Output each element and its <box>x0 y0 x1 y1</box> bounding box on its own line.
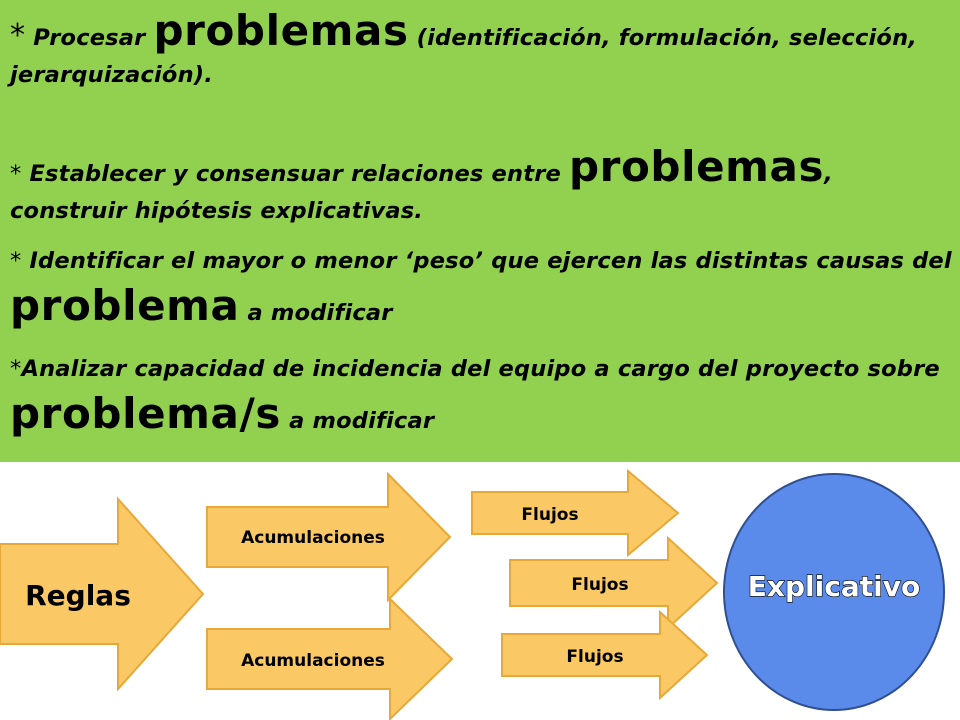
acumulaciones-bottom-arrow <box>206 596 454 720</box>
bullet-star: * <box>10 18 26 53</box>
bullet-star: * <box>10 356 22 382</box>
bullet-text: Analizar capacidad de incidencia del equ… <box>21 356 940 382</box>
bullet-star: * <box>10 161 22 187</box>
flujos-1-arrow <box>471 468 680 558</box>
bullet-keyword: problema/s <box>10 389 282 439</box>
reglas-arrow <box>0 496 205 692</box>
flow-diagram-svg: Reglas Acumulaciones Acumulaciones Flujo… <box>0 468 945 720</box>
bullet-text: Establecer y consensuar relaciones entre <box>21 161 569 187</box>
flujos-2-label: Flujos <box>571 575 628 595</box>
flujos-3-arrow <box>501 609 709 701</box>
bullet-establecer-relaciones: * Establecer y consensuar relaciones ent… <box>10 138 955 227</box>
explicativo-label: Explicativo <box>748 570 920 603</box>
bullet-keyword: problema <box>10 281 240 331</box>
reglas-label: Reglas <box>25 579 131 612</box>
bullet-text: Procesar <box>25 25 154 51</box>
acumulaciones-top-label: Acumulaciones <box>241 528 385 548</box>
bullet-identificar-peso: * Identificar el mayor o menor ‘peso’ qu… <box>10 246 955 335</box>
flow-diagram: Reglas Acumulaciones Acumulaciones Flujo… <box>0 462 960 720</box>
green-text-panel: * Procesar problemas (identificación, fo… <box>0 0 960 462</box>
acumulaciones-bottom-label: Acumulaciones <box>241 651 385 671</box>
explicativo-circle <box>723 473 945 711</box>
bullet-text: a modificar <box>239 300 393 327</box>
flujos-2-arrow <box>509 535 719 631</box>
bullet-keyword: problemas <box>569 142 825 191</box>
flujos-3-label: Flujos <box>566 647 623 667</box>
bullet-keyword: problemas <box>153 6 409 55</box>
flujos-1-label: Flujos <box>521 505 578 525</box>
bullet-text: , construir hipótesis explicativas. <box>10 161 833 224</box>
bullet-analizar-capacidad: *Analizar capacidad de incidencia del eq… <box>10 354 955 443</box>
bullet-text: (identificación, formulación, selección,… <box>10 25 918 88</box>
bullet-text: a modificar <box>281 408 435 435</box>
bullet-text: Identificar el mayor o menor ‘peso’ que … <box>21 248 952 274</box>
bullet-procesar-problemas: * Procesar problemas (identificación, fo… <box>10 2 955 91</box>
bullet-star: * <box>10 248 22 274</box>
acumulaciones-top-arrow <box>206 471 452 603</box>
